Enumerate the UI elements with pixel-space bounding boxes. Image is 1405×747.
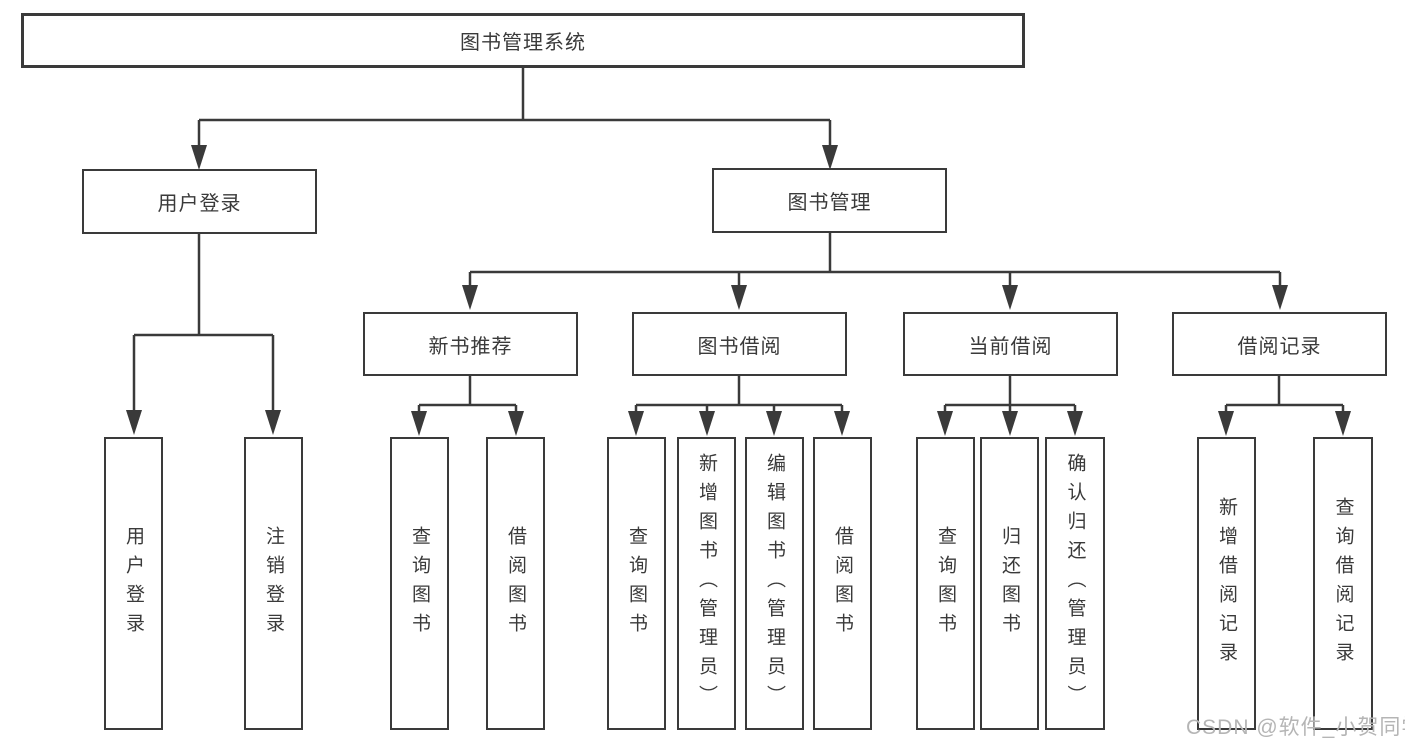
leaf-current-query-books: 查询图书 <box>916 437 975 730</box>
node-current-borrow-label: 当前借阅 <box>968 335 1053 358</box>
watermark-text: CSDN @软件_小贺同学 <box>1186 716 1405 739</box>
leaf-newbook-query-books: 查询图书 <box>390 437 449 730</box>
leaf-current-return-books: 归还图书 <box>980 437 1039 730</box>
leaf-logout-label: 注销登录 <box>263 525 284 642</box>
node-new-book-recommend-label: 新书推荐 <box>428 335 513 358</box>
node-book-borrow: 图书借阅 <box>632 312 847 376</box>
leaf-newbook-query-books-label: 查询图书 <box>409 525 430 642</box>
leaf-newbook-borrow-books: 借阅图书 <box>486 437 545 730</box>
leaf-current-query-books-label: 查询图书 <box>935 525 956 642</box>
leaf-borrow-edit-books-admin: 编辑图书（管理员） <box>745 437 804 730</box>
leaf-borrow-borrow-books: 借阅图书 <box>813 437 872 730</box>
node-current-borrow: 当前借阅 <box>903 312 1118 376</box>
leaf-records-add-record-label: 新增借阅记录 <box>1216 496 1237 671</box>
leaf-borrow-add-books-admin-label: 新增图书（管理员） <box>696 453 717 714</box>
leaf-logout: 注销登录 <box>244 437 303 730</box>
leaf-borrow-borrow-books-label: 借阅图书 <box>832 525 853 642</box>
leaf-records-query-record: 查询借阅记录 <box>1313 437 1373 730</box>
node-borrow-records-label: 借阅记录 <box>1237 335 1322 358</box>
leaf-newbook-borrow-books-label: 借阅图书 <box>505 525 526 642</box>
leaf-borrow-query-books: 查询图书 <box>607 437 666 730</box>
node-borrow-records: 借阅记录 <box>1172 312 1387 376</box>
leaf-borrow-query-books-label: 查询图书 <box>626 525 647 642</box>
node-user-login: 用户登录 <box>82 169 317 234</box>
node-root: 图书管理系统 <box>21 13 1025 68</box>
leaf-borrow-edit-books-admin-label: 编辑图书（管理员） <box>764 453 785 714</box>
leaf-borrow-add-books-admin: 新增图书（管理员） <box>677 437 736 730</box>
leaf-user-login: 用户登录 <box>104 437 163 730</box>
leaf-records-add-record: 新增借阅记录 <box>1197 437 1256 730</box>
node-user-login-label: 用户登录 <box>157 193 242 215</box>
leaf-records-query-record-label: 查询借阅记录 <box>1332 496 1354 671</box>
node-book-management: 图书管理 <box>712 168 947 233</box>
node-book-borrow-label: 图书借阅 <box>697 335 782 358</box>
leaf-current-return-books-label: 归还图书 <box>999 525 1020 642</box>
node-book-management-label: 图书管理 <box>787 192 872 214</box>
leaf-current-confirm-return-admin-label: 确认归还（管理员） <box>1064 453 1086 714</box>
node-root-label: 图书管理系统 <box>460 32 586 54</box>
leaf-current-confirm-return-admin: 确认归还（管理员） <box>1045 437 1105 730</box>
node-new-book-recommend: 新书推荐 <box>363 312 578 376</box>
leaf-user-login-label: 用户登录 <box>123 525 144 642</box>
